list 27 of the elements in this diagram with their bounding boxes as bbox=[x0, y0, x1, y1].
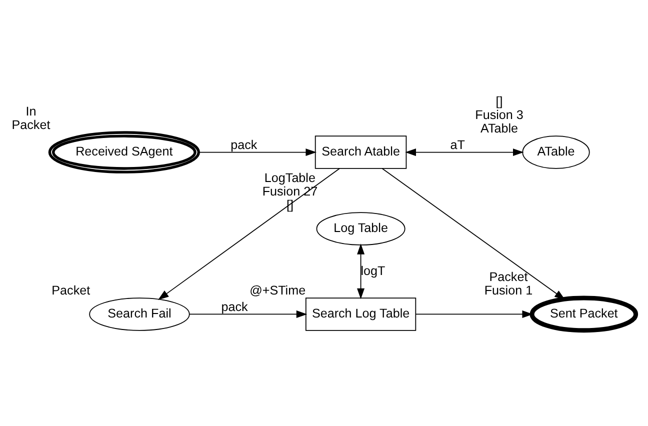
edge-label: pack bbox=[221, 300, 248, 314]
edge-label: pack bbox=[230, 138, 258, 152]
node-label: Fusion 1 bbox=[484, 284, 533, 298]
arrow bbox=[198, 148, 317, 156]
edge-label: aT bbox=[450, 138, 465, 152]
node-box: Search Log Table bbox=[305, 298, 416, 331]
node-ellipse: ATable bbox=[522, 136, 590, 169]
node-ellipse: Received SAgent bbox=[48, 131, 200, 174]
node-label: LogTable bbox=[264, 171, 316, 186]
arrow bbox=[158, 168, 340, 300]
node-label: In bbox=[26, 104, 36, 119]
node-label: Packet bbox=[12, 118, 50, 132]
node-label: ATable bbox=[480, 122, 518, 136]
node-ellipse: Search Fail bbox=[89, 298, 190, 331]
node-box: Search Atable bbox=[314, 136, 407, 169]
arrow bbox=[382, 168, 566, 300]
arrow bbox=[357, 244, 365, 300]
node-label: @+STime bbox=[250, 284, 306, 298]
arrow bbox=[188, 310, 308, 318]
edge-label: logT bbox=[360, 264, 386, 278]
node-label: Packet bbox=[52, 284, 90, 298]
node-label: Packet bbox=[489, 270, 528, 284]
node-label: [] bbox=[496, 94, 503, 109]
node-ellipse: Log Table bbox=[316, 212, 406, 246]
node-label: Fusion 3 bbox=[475, 108, 524, 122]
node-ellipse: Sent Packet bbox=[530, 296, 638, 333]
arrow bbox=[405, 148, 524, 156]
